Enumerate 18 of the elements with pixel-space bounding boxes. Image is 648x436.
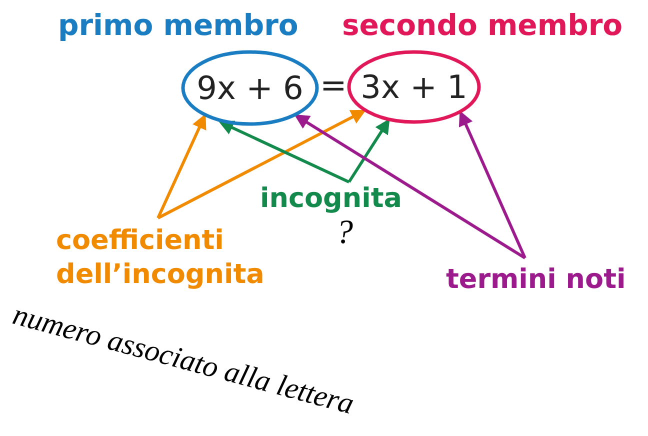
- arrow: [294, 114, 526, 260]
- arrow: [157, 110, 366, 220]
- arrow: [348, 118, 390, 183]
- callout-text: termini noti: [446, 263, 646, 297]
- handwritten-note: ?: [336, 214, 353, 252]
- expression: 3x + 1: [360, 68, 468, 106]
- callout-text: coefficienti dell’incognita: [56, 224, 306, 292]
- term-ellipse: [347, 50, 481, 124]
- arrow: [458, 110, 526, 259]
- member-heading: secondo membro: [342, 8, 623, 42]
- handwritten-note: numero associato alla lettera: [9, 298, 358, 422]
- expression: 9x + 6: [196, 69, 304, 107]
- equals-sign: =: [320, 66, 347, 104]
- term-ellipse: [181, 50, 319, 126]
- callout-text: incognita: [246, 182, 416, 216]
- arrow: [218, 120, 350, 184]
- arrow: [156, 114, 206, 219]
- member-heading: primo membro: [58, 8, 298, 42]
